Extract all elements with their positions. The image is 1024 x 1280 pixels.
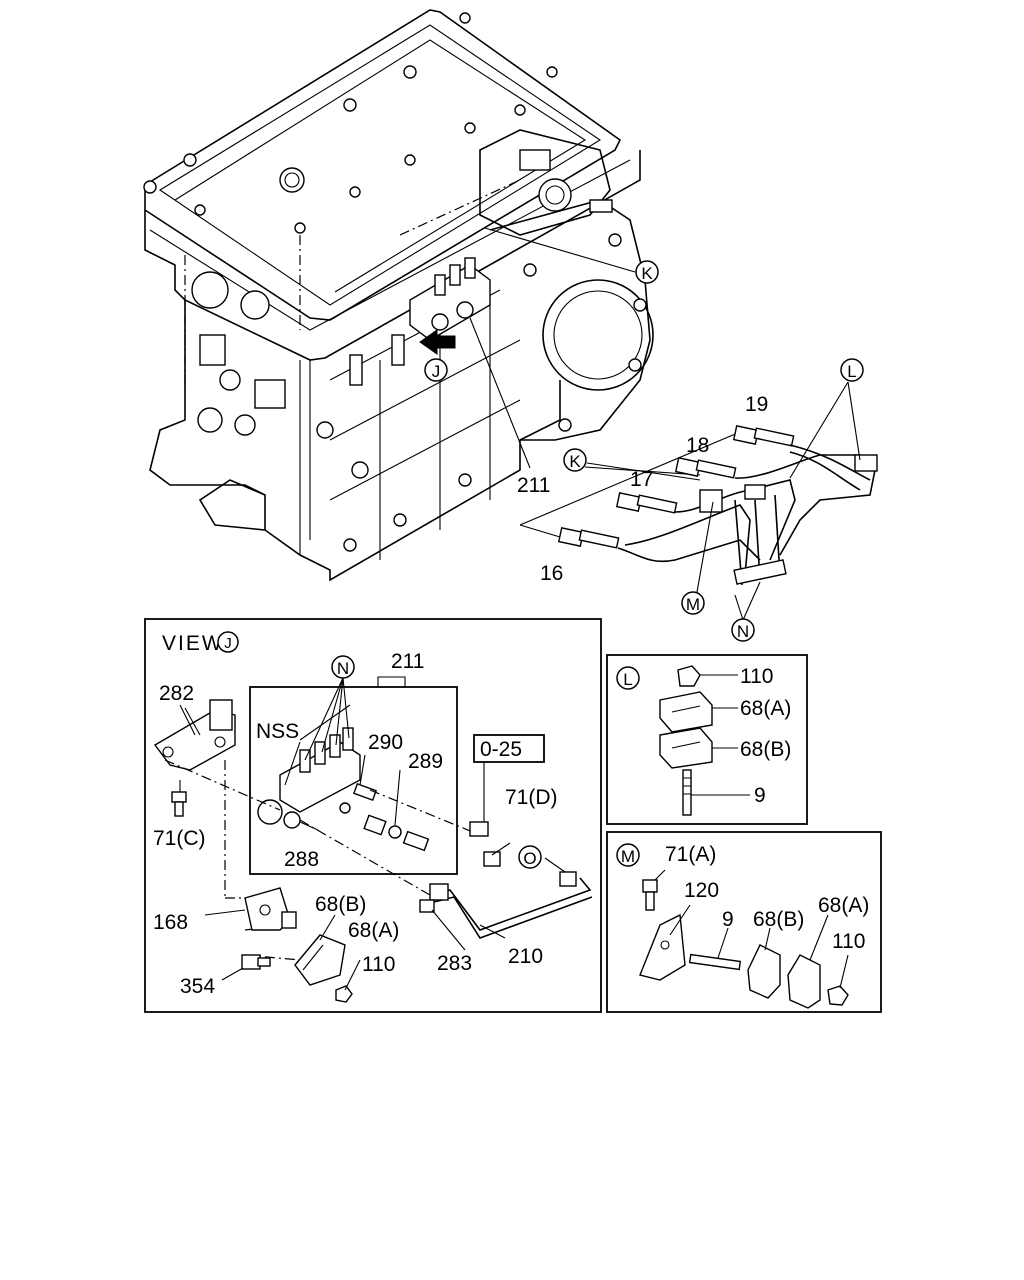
svg-text:L: L [847, 362, 856, 381]
svg-text:J: J [224, 635, 232, 652]
label-16: 16 [540, 562, 563, 585]
label-nss: NSS [256, 720, 299, 743]
label-288: 288 [284, 848, 319, 871]
label-211-top: 211 [517, 474, 550, 497]
svg-text:K: K [641, 264, 653, 283]
callout-k-top: K [635, 260, 659, 284]
label-290: 290 [368, 731, 403, 754]
label-68b-m: 68(B) [753, 908, 804, 931]
label-68a-m: 68(A) [818, 894, 869, 917]
svg-text:N: N [737, 622, 749, 641]
label-68a-view: 68(A) [348, 919, 399, 942]
label-18: 18 [686, 434, 709, 457]
view-j-panel: VIEW J [144, 618, 602, 1013]
label-110-l: 110 [740, 665, 773, 688]
label-0-25: 0-25 [480, 738, 522, 761]
engine-block-illustration [143, 9, 654, 582]
svg-text:J: J [432, 362, 441, 381]
svg-text:K: K [569, 452, 581, 471]
label-9-l: 9 [754, 784, 766, 807]
label-211-view: 211 [391, 650, 424, 673]
label-71a-m: 71(A) [665, 843, 716, 866]
callout-o-view: O [518, 845, 542, 869]
label-68a-l: 68(A) [740, 697, 791, 720]
label-68b-l: 68(B) [740, 738, 791, 761]
svg-text:L: L [623, 670, 632, 689]
label-68b-view: 68(B) [315, 893, 366, 916]
callout-l-top: L [840, 358, 864, 382]
svg-text:N: N [337, 659, 349, 678]
label-71d: 71(D) [505, 786, 558, 809]
label-17: 17 [630, 468, 653, 491]
view-j-title: VIEW [162, 632, 224, 655]
label-283: 283 [437, 952, 472, 975]
label-168: 168 [153, 911, 188, 934]
top-labels: 211 19 18 17 16 K J L K M N [424, 260, 864, 642]
view-j-letter: J [217, 631, 239, 653]
svg-text:O: O [523, 849, 536, 868]
callout-l-view: L [616, 666, 640, 690]
callout-j-top: J [424, 358, 448, 382]
callout-m-view: M [616, 843, 640, 867]
label-282: 282 [159, 682, 194, 705]
label-71c: 71(C) [153, 827, 206, 850]
view-l-panel: L 110 68(A) 68(B) 9 [606, 654, 808, 825]
label-110-view: 110 [362, 953, 395, 976]
fuel-pipes-illustration [519, 381, 878, 621]
label-19: 19 [745, 393, 768, 416]
view-j-labels: 211 N 282 NSS 290 289 0-25 71(D) 71(C) 2… [153, 650, 558, 998]
label-9-m: 9 [722, 908, 734, 931]
label-210: 210 [508, 945, 543, 968]
label-354: 354 [180, 975, 215, 998]
callout-n-top: N [731, 618, 755, 642]
label-110-m: 110 [832, 930, 865, 953]
callout-m-top: M [681, 591, 705, 615]
engine-leaders [469, 227, 636, 469]
label-289: 289 [408, 750, 443, 773]
svg-text:M: M [621, 847, 635, 866]
label-120-m: 120 [684, 879, 719, 902]
view-m-panel: M 71(A) 120 9 68(B) 68(A) 110 [606, 831, 882, 1013]
callout-k-pipes: K [563, 448, 587, 472]
callout-n-view: N [331, 655, 355, 679]
svg-text:M: M [686, 595, 700, 614]
